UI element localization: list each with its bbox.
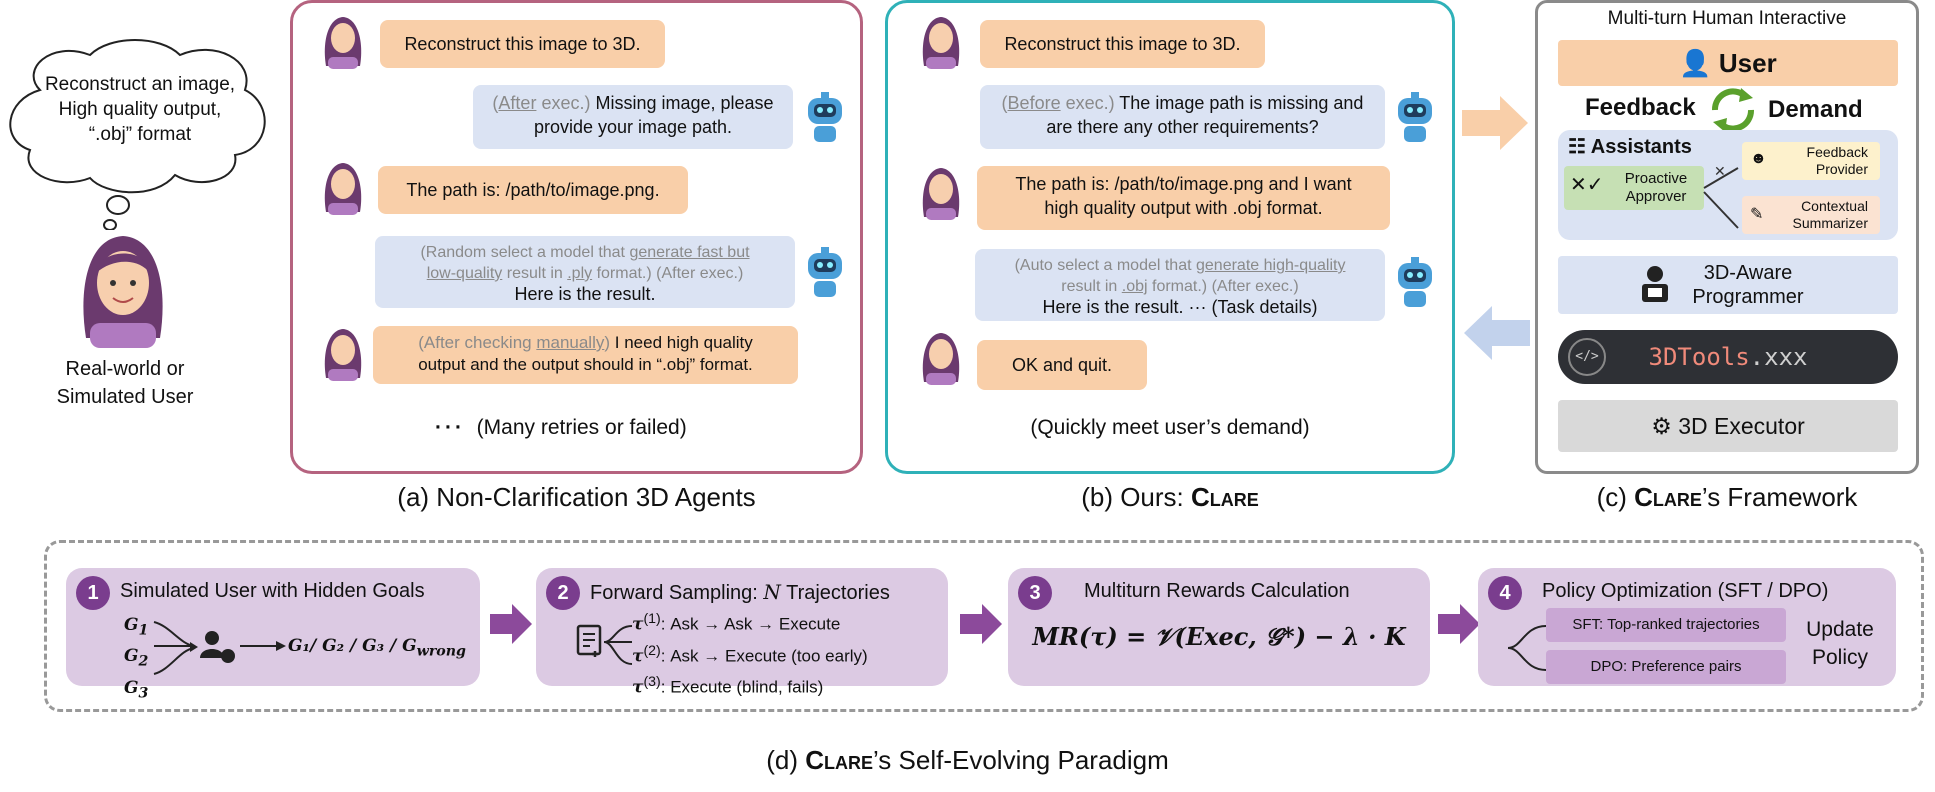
reward-formula: MR(τ) = 𝒱(Exec, 𝒢*) − λ · K (1032, 622, 1406, 651)
robot-icon (1398, 92, 1432, 142)
chat-message-user: The path is: /path/to/image.png. (378, 166, 688, 214)
caption-d: (d) Clare’s Self-Evolving Paradigm (766, 745, 1169, 775)
user-avatar-icon (83, 236, 163, 348)
step-2-title: Forward Sampling: N Trajectories (590, 580, 890, 604)
person-icon: 👤 (1679, 48, 1712, 78)
demand-label: Demand (1768, 96, 1863, 123)
user-box: 👤 User (1558, 40, 1898, 86)
arrow-right-icon (490, 604, 532, 644)
robot-icon (808, 247, 842, 297)
document-icon (576, 624, 633, 665)
thought-text: Reconstruct an image, High quality outpu… (44, 74, 236, 145)
arrow-left-icon (1464, 306, 1530, 360)
arrow-right-icon (1438, 604, 1480, 644)
arrow-right-icon (1462, 96, 1528, 150)
tools-label: 3DTools.xxx (1648, 343, 1808, 371)
user-avatar-icon (922, 168, 960, 220)
tools-box: </> 3DTools.xxx (1558, 330, 1898, 384)
goal-arrows (153, 621, 286, 675)
goal-outcomes: G₁/ G₂ / G₃ / Gwrong (288, 636, 466, 660)
caption-c: (c) Clare’s Framework (1596, 482, 1858, 512)
chat-message-user: The path is: /path/to/image.png and I wa… (977, 166, 1390, 230)
arrow-right-icon (960, 604, 1002, 644)
robot-icon: ⚙ (1651, 413, 1672, 439)
user-avatar-icon (324, 163, 362, 215)
step-2-number: 2 (546, 576, 580, 610)
panel-ours (885, 0, 1455, 474)
user-avatar-icon (324, 329, 362, 381)
branch-arrows: ✕ (1703, 163, 1739, 229)
team-icon: ☷ (1568, 136, 1586, 158)
chat-message-user: Reconstruct this image to 3D. (980, 20, 1265, 68)
step-1-title: Simulated User with Hidden Goals (120, 580, 425, 602)
paradigm-box (44, 540, 1924, 712)
user-label: Real-world or Simulated User (56, 358, 194, 408)
update-policy: Update Policy (1806, 618, 1874, 669)
user-avatar-icon (922, 333, 960, 385)
hidden-goals: G1 G2 G3 (124, 615, 149, 702)
chat-message-assistant: (Before exec.) The image path is missing… (980, 85, 1385, 149)
chat-message-assistant: (Auto select a model that generate high-… (975, 249, 1385, 321)
assistants-label: ☷ Assistants (1568, 136, 1692, 158)
step-2 (536, 568, 948, 686)
robot-icon (808, 92, 842, 142)
caption-a: (a) Non-Clarification 3D Agents (397, 482, 756, 512)
branch-arrows (1507, 625, 1547, 671)
chat-message-user: OK and quit. (977, 340, 1147, 390)
step-1 (66, 568, 480, 686)
provider-icon: ☻ (1750, 150, 1767, 167)
code-icon: </> (1568, 338, 1606, 376)
step-3-number: 3 (1018, 576, 1052, 610)
dpo-box: DPO: Preference pairs (1546, 650, 1786, 684)
chat-message-assistant: (Random select a model that generate fas… (375, 236, 795, 308)
user-avatar-icon (922, 17, 960, 69)
sft-box: SFT: Top-ranked trajectories (1546, 608, 1786, 642)
svg-text:✕: ✕ (1714, 163, 1726, 179)
step-3 (1008, 568, 1430, 686)
trajectory-list: τ(1): Ask → Ask → Execute τ(2): Ask → Ex… (632, 611, 868, 698)
programmer-icon (1642, 266, 1668, 302)
panel-a-footer: ··· (Many retries or failed) (435, 416, 687, 439)
panel-framework (1535, 0, 1919, 474)
cycle-arrows-icon (1712, 88, 1754, 132)
caption-b: (b) Ours: Clare (1081, 482, 1259, 512)
panel-b-footer: (Quickly meet user’s demand) (1030, 416, 1310, 439)
thought-cloud (9, 39, 266, 230)
step-4-number: 4 (1488, 576, 1522, 610)
user-avatar-icon (324, 17, 362, 69)
summarizer-icon: ✎ (1750, 206, 1764, 223)
feedback-label: Feedback (1585, 94, 1696, 121)
step-4-title: Policy Optimization (SFT / DPO) (1542, 580, 1829, 602)
step-1-number: 1 (76, 576, 110, 610)
approver-icon: ✕✓ (1570, 174, 1604, 196)
chat-message-user: (After checking manually) I need high qu… (373, 326, 798, 384)
executor-box: ⚙ 3D Executor (1558, 400, 1898, 452)
step-3-title: Multiturn Rewards Calculation (1084, 580, 1350, 602)
chat-message-user: Reconstruct this image to 3D. (380, 20, 665, 68)
framework-title: Multi-turn Human Interactive (1607, 8, 1847, 29)
robot-icon (1398, 257, 1432, 307)
panel-non-clarification (290, 0, 863, 474)
